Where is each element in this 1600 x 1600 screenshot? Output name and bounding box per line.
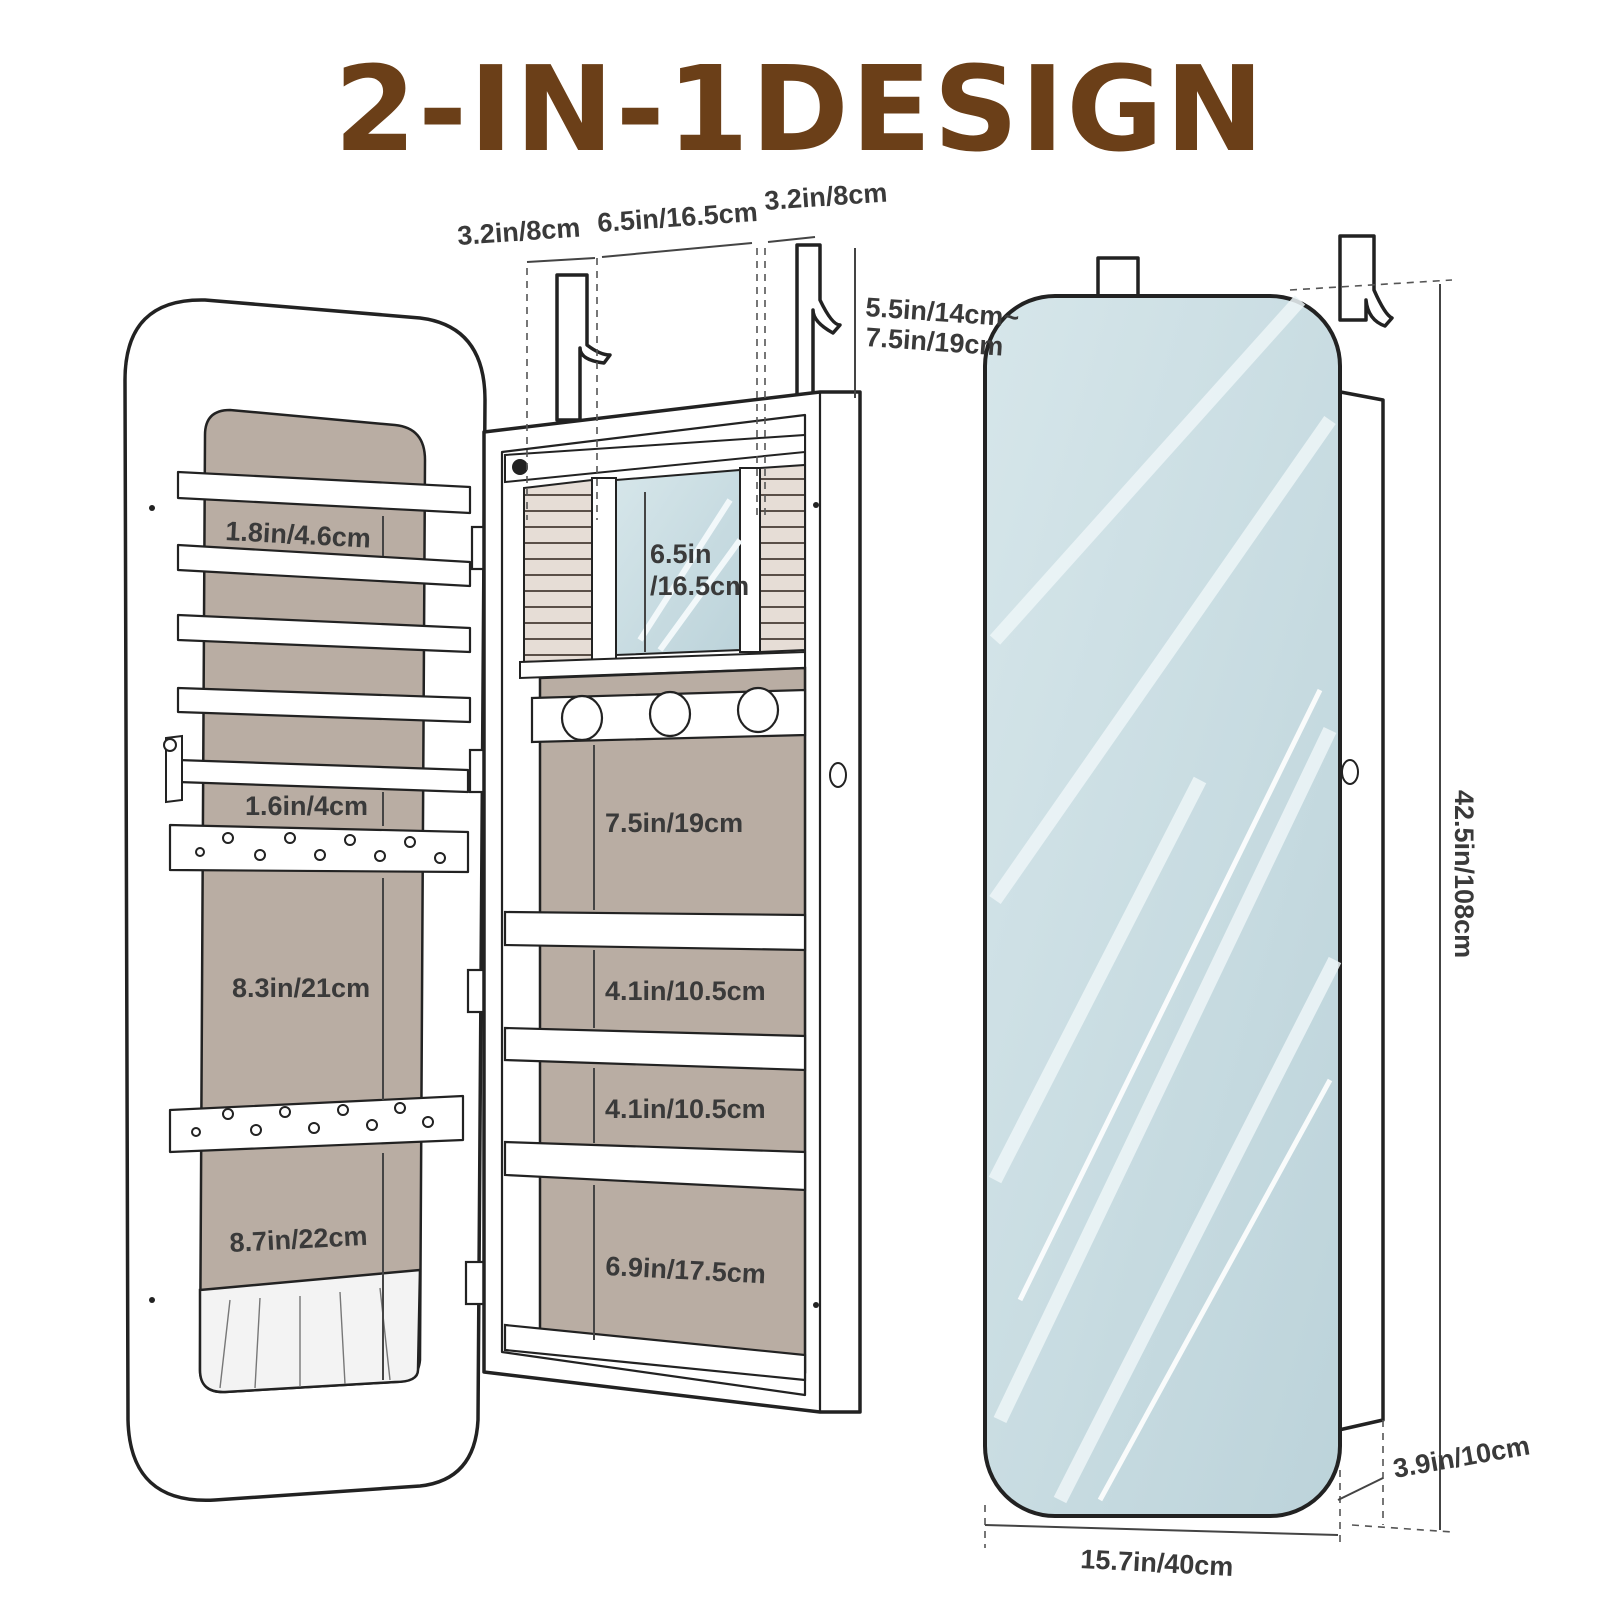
dim-mirror-b: /16.5cm [650, 571, 749, 601]
dim-hook-spacing: 6.5in/16.5cm [596, 197, 758, 238]
dim-mirror-a: 6.5in [650, 539, 712, 569]
dim-hook-right: 3.2in/8cm [763, 177, 888, 216]
dim-shelf-gap-2: 4.1in/10.5cm [605, 1094, 766, 1124]
dim-compartment-1: 7.5in/19cm [605, 808, 743, 838]
open-door [123, 298, 487, 1502]
dim-width: 15.7in/40cm [1080, 1544, 1234, 1582]
dim-bar-gap-2: 1.6in/4cm [245, 791, 368, 821]
dimension-lines [382, 236, 1453, 1548]
closed-mirror [983, 234, 1394, 1518]
dim-shelf-gap-1: 4.1in/10.5cm [605, 976, 766, 1006]
necklace-bars [163, 470, 472, 804]
dim-hook-left: 3.2in/8cm [456, 212, 581, 251]
dim-total-height: 42.5in/108cm [1449, 790, 1479, 958]
dim-bottom-pocket: 8.7in/22cm [229, 1221, 368, 1258]
cabinet-body [482, 243, 862, 1414]
earring-bars [168, 823, 470, 1154]
dim-earring-gap: 8.3in/21cm [232, 973, 370, 1003]
page-title: 2-IN-1DESIGN [334, 40, 1266, 178]
dim-depth: 3.9in/10cm [1391, 1430, 1532, 1484]
